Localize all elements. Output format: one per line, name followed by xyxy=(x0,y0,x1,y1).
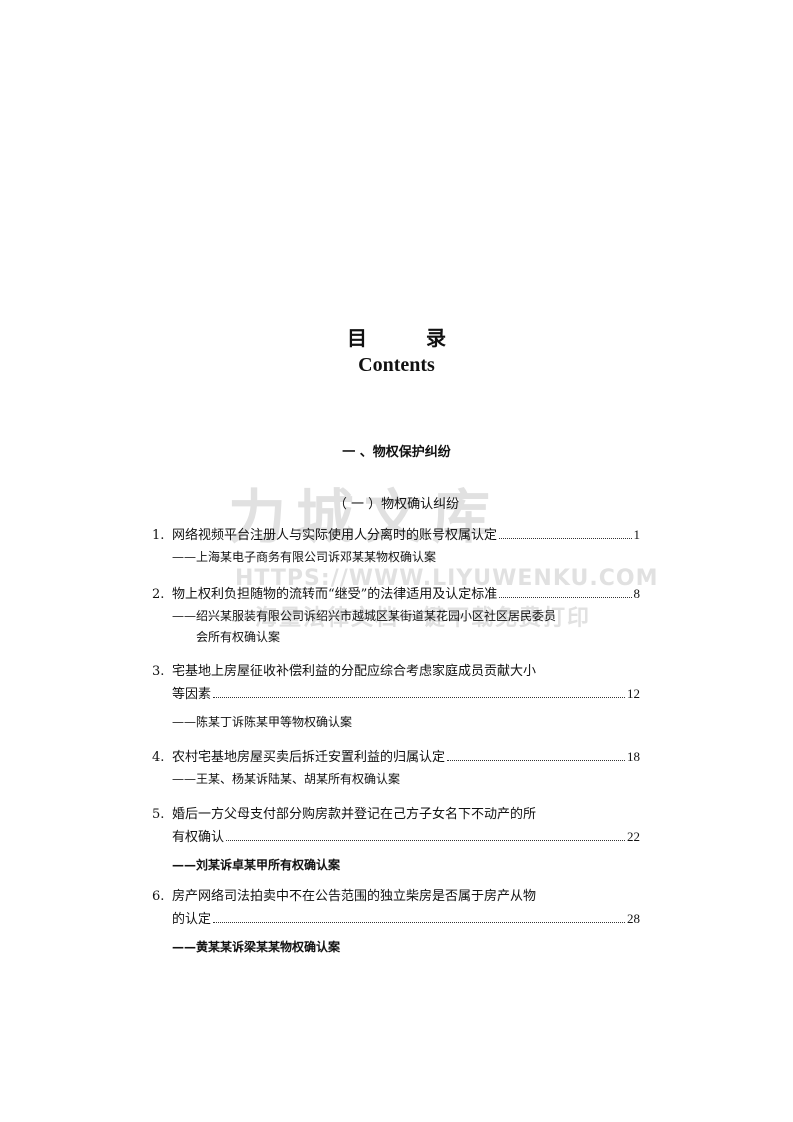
toc-entry[interactable]: 5. 婚后一方父母支付部分购房款并登记在己方子女名下不动产的所有权确认 22 ——刘某… xyxy=(152,804,640,876)
toc-entry-title: 农村宅基地房屋买卖后拆迁安置利益的归属认定 xyxy=(172,750,446,765)
subsection-heading: （ 一 ）物权确认纠纷 xyxy=(333,497,460,512)
toc-entry-title: 的认定 xyxy=(172,912,212,927)
toc-entry-title: 网络视频平台注册人与实际使用人分离时的账号权属认定 xyxy=(172,528,498,543)
toc-entry-number: 1. xyxy=(152,528,165,543)
toc-entry-number: 5. xyxy=(152,807,165,822)
toc-page-number: 18 xyxy=(627,749,640,764)
toc-entry-number: 4. xyxy=(152,750,165,765)
toc-leader-dots xyxy=(447,746,625,761)
toc-entry-number: 3. xyxy=(152,664,165,679)
toc-leader-dots xyxy=(226,826,625,841)
toc-page-number: 22 xyxy=(627,829,640,844)
toc-entry-title: 物上权利负担随物的流转而“继受”的法律适用及认定标准 xyxy=(172,587,498,602)
toc-entry[interactable]: 3. 宅基地上房屋征收补偿利益的分配应综合考虑家庭成员贡献大小等因素 12 ——陈某丁… xyxy=(152,661,640,733)
toc-entry-title: 婚后一方父母支付部分购房款并登记在己方子女名下不动产的所 xyxy=(172,807,537,822)
toc-page-number: 12 xyxy=(627,686,640,701)
toc-entry-case-name: ——黄某某诉梁某某物权确认案 xyxy=(172,940,341,954)
toc-entry-number: 2. xyxy=(152,587,165,602)
toc-leader-dots xyxy=(499,583,632,598)
toc-entry[interactable]: 1. 网络视频平台注册人与实际使用人分离时的账号权属认定 1 ——上海某电子商务有限公… xyxy=(152,524,640,568)
toc-entry-case-name: ——上海某电子商务有限公司诉邓某某物权确认案 xyxy=(172,550,437,564)
toc-page-number: 28 xyxy=(627,911,640,926)
toc-entry-number: 6. xyxy=(152,889,165,904)
toc-page-number: 8 xyxy=(633,586,641,601)
toc-entry-case-name: ——陈某丁诉陈某甲等物权确认案 xyxy=(172,715,353,729)
section-heading: 一 、物权保护纠纷 xyxy=(342,445,451,460)
toc-entry-case-name: 会所有权确认案 xyxy=(196,630,281,644)
toc-entry-case-name: ——刘某诉卓某甲所有权确认案 xyxy=(172,858,341,872)
toc-entry[interactable]: 6. 房产网络司法拍卖中不在公告范围的独立柴房是否属于房产从物的认定 28 ——黄某某… xyxy=(152,886,640,958)
toc-leader-dots xyxy=(213,683,625,698)
toc-entry[interactable]: 2. 物上权利负担随物的流转而“继受”的法律适用及认定标准 8 ——绍兴某服装有限公司… xyxy=(152,583,640,647)
toc-page-number: 1 xyxy=(633,527,641,542)
toc-entry-title: 房产网络司法拍卖中不在公告范围的独立柴房是否属于房产从物 xyxy=(172,889,537,904)
toc-leader-dots xyxy=(213,908,625,923)
toc-leader-dots xyxy=(499,524,632,539)
toc-entry-title: 有权确认 xyxy=(172,830,225,845)
toc-entry-case-name: ——绍兴某服装有限公司诉绍兴市越城区某街道某花园小区社区居民委员 xyxy=(172,609,557,623)
page-title-en: Contents xyxy=(358,354,435,376)
page-title-cn: 目 录 xyxy=(347,326,472,350)
toc-entry[interactable]: 4. 农村宅基地房屋买卖后拆迁安置利益的归属认定 18 ——王某、杨某诉陆某、胡某所有… xyxy=(152,746,640,790)
toc-entry-title: 等因素 xyxy=(172,687,212,702)
toc-entry-title: 宅基地上房屋征收补偿利益的分配应综合考虑家庭成员贡献大小 xyxy=(172,664,537,679)
toc-entry-case-name: ——王某、杨某诉陆某、胡某所有权确认案 xyxy=(172,772,401,786)
